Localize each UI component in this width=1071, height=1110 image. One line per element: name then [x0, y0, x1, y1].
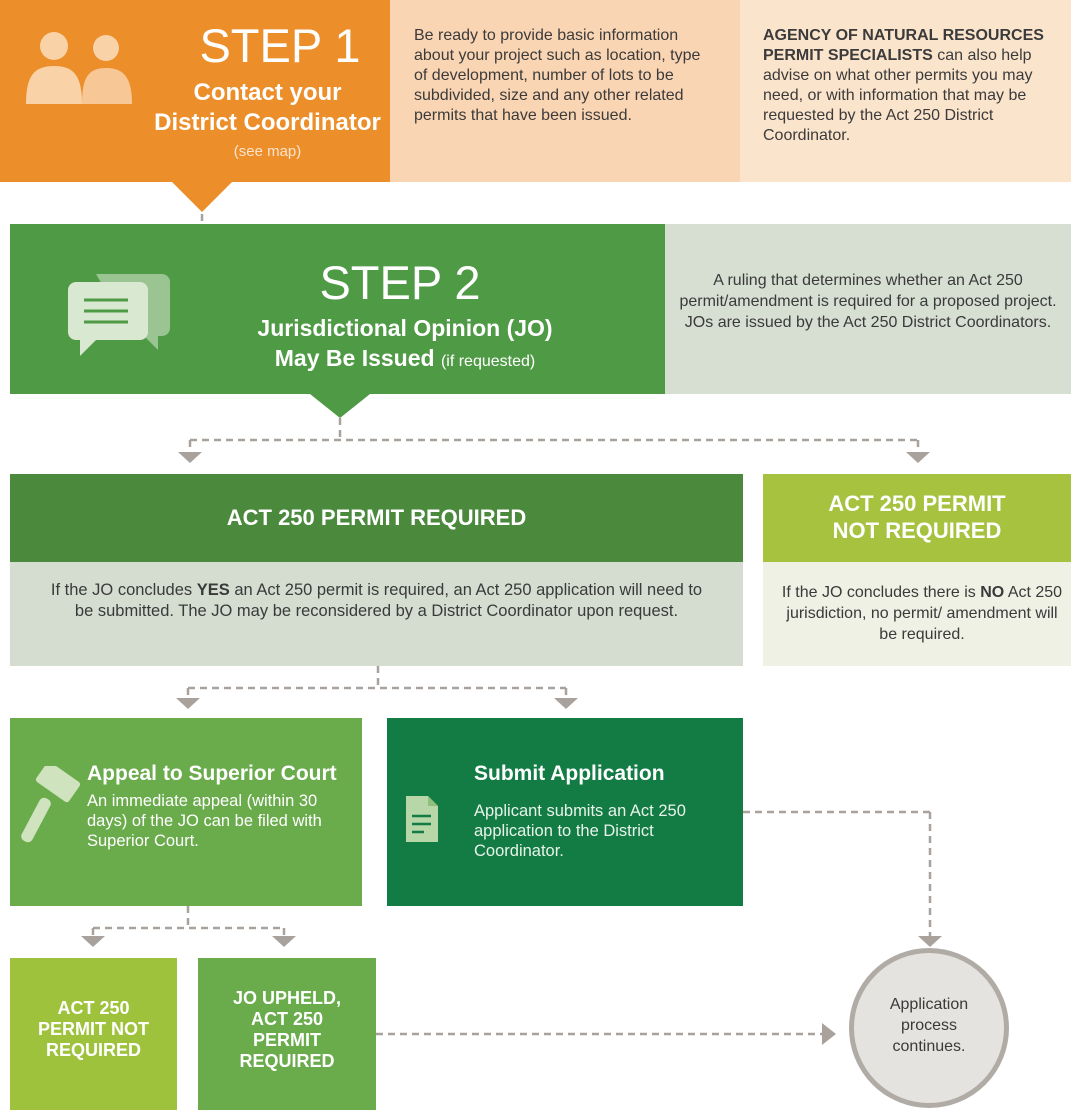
document-icon — [406, 796, 438, 842]
step1-note: (see map) — [233, 143, 302, 160]
permit-not-required-text-post: Act 250 jurisdiction, no permit/ amendme… — [786, 584, 1063, 643]
jo-definition-panel: A ruling that determines whether an Act … — [665, 224, 1071, 394]
anr-specialists-heading: AGENCY OF NATURAL RESOURCES PERMIT SPECI… — [763, 27, 1044, 64]
process-continues-line3: continues. — [892, 1038, 966, 1055]
permit-required-yes: YES — [196, 581, 230, 599]
step2-subtitle-line2: May Be Issued (if requested) — [195, 345, 615, 372]
permit-not-required-header-line1: ACT 250 PERMIT — [828, 491, 1006, 516]
step1-subtitle-line2: District Coordinator — [154, 109, 381, 136]
outcome-up-line2: ACT 250 — [250, 1009, 324, 1029]
arrowhead — [918, 936, 942, 947]
outcome-up-line1: JO UPHELD, — [232, 988, 342, 1008]
outcome-nr-line1: ACT 250 — [57, 998, 130, 1018]
gavel-icon — [21, 766, 81, 843]
anr-specialists-text: can also help advise on what other permi… — [763, 47, 1033, 144]
arrowhead — [178, 452, 202, 463]
permit-not-required-text-pre: If the JO concludes there is — [781, 584, 981, 601]
submit-application-title: Submit Application — [474, 762, 665, 785]
process-continues-circle — [849, 948, 1009, 1108]
submit-application-box — [387, 718, 743, 906]
arrowhead — [554, 698, 578, 709]
permit-required-body: If the JO concludes YES an Act 250 permi… — [10, 562, 743, 666]
step2-subtitle-main: May Be Issued — [274, 345, 435, 371]
arrowhead — [81, 936, 105, 947]
submit-application-text: Applicant submits an Act 250 application… — [474, 802, 686, 860]
outcome-nr-line3: REQUIRED — [45, 1040, 141, 1060]
appeal-box — [10, 718, 362, 906]
step2-title: STEP 2 — [319, 256, 481, 309]
outcome-jo-upheld: JO UPHELD, ACT 250 PERMIT REQUIRED — [198, 958, 376, 1110]
permit-required-text-pre: If the JO concludes — [50, 581, 197, 599]
process-continues-line2: process — [900, 1017, 958, 1034]
permit-required-text-post: an Act 250 permit is required, an Act 25… — [74, 581, 703, 620]
outcome-nr-line2: PERMIT NOT — [38, 1019, 149, 1039]
appeal-title: Appeal to Superior Court — [87, 762, 337, 785]
process-continues-text: Application process continues. — [849, 994, 1009, 1057]
permit-required-header: ACT 250 PERMIT REQUIRED — [10, 474, 743, 562]
permit-not-required-no: NO — [980, 584, 1005, 601]
permit-not-required-body: If the JO concludes there is NO Act 250 … — [763, 562, 1071, 666]
permit-not-required-header: ACT 250 PERMIT NOT REQUIRED — [763, 474, 1071, 562]
step2-banner — [10, 224, 670, 418]
step1-title: STEP 1 — [199, 19, 361, 72]
process-continues-line1: Application — [889, 996, 969, 1013]
arrowhead — [176, 698, 200, 709]
step1-info-panel: Be ready to provide basic information ab… — [390, 0, 740, 182]
speech-bubbles-icon — [68, 274, 170, 356]
step1-subtitle-line1: Contact your — [193, 79, 342, 106]
step2-subtitle-small: (if requested) — [440, 353, 536, 370]
arrowhead — [906, 452, 930, 463]
outcome-permit-not-required: ACT 250 PERMIT NOT REQUIRED — [10, 958, 177, 1110]
step2-background — [10, 224, 670, 418]
permit-not-required-header-line2: NOT REQUIRED — [832, 518, 1002, 543]
appeal-text: An immediate appeal (within 30 days) of … — [87, 792, 322, 850]
people-icon — [26, 32, 132, 104]
arrowhead — [822, 1023, 836, 1045]
outcome-up-line4: REQUIRED — [239, 1051, 335, 1071]
anr-specialists-panel: AGENCY OF NATURAL RESOURCES PERMIT SPECI… — [740, 0, 1071, 182]
step2-subtitle-line1: Jurisdictional Opinion (JO) — [257, 315, 553, 341]
step1-subtitle: Contact your District Coordinator — [140, 78, 395, 138]
outcome-up-line3: PERMIT — [252, 1030, 321, 1050]
arrowhead — [272, 936, 296, 947]
